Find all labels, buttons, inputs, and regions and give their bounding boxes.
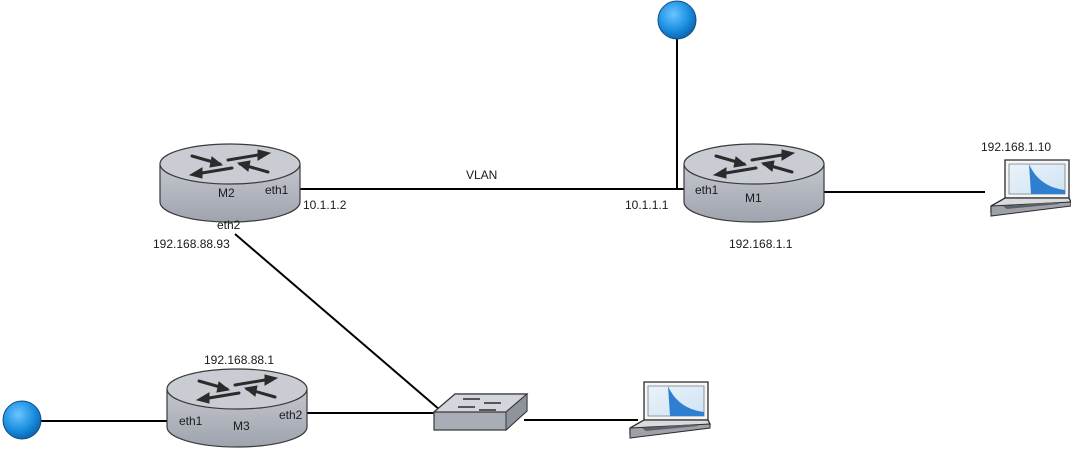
router-m1-eth1-label: eth1	[695, 183, 719, 197]
router-m1-name: M1	[745, 191, 762, 205]
router-m3-eth2-label: eth2	[279, 408, 303, 422]
laptop-icon[interactable]	[990, 159, 1071, 217]
router-m3-eth1-label: eth1	[179, 414, 203, 428]
links	[40, 38, 985, 422]
m1-eth1-ip: 10.1.1.1	[625, 198, 669, 212]
router-m2[interactable]: M2 eth1 eth2	[158, 142, 302, 232]
switch-icon[interactable]	[432, 392, 529, 432]
globe-icon[interactable]	[657, 0, 697, 40]
m3-ip: 192.168.88.1	[204, 353, 274, 367]
m2-eth1-ip: 10.1.1.2	[303, 198, 347, 212]
laptop-icon[interactable]	[629, 381, 711, 439]
laptop-top-ip: 192.168.1.10	[981, 140, 1051, 154]
router-m3[interactable]: M3 eth1 eth2	[165, 367, 309, 449]
vlan-label: VLAN	[466, 168, 497, 182]
m2-switch-link	[234, 233, 441, 411]
router-m2-eth2-label: eth2	[217, 218, 241, 232]
router-m2-name: M2	[218, 186, 235, 200]
router-m2-eth1-label: eth1	[265, 183, 289, 197]
router-m1[interactable]: M1 eth1	[682, 142, 826, 224]
m2-eth2-ip: 192.168.88.93	[153, 237, 230, 251]
m1-lan-ip: 192.168.1.1	[729, 237, 793, 251]
router-m3-name: M3	[233, 419, 250, 433]
globe-icon[interactable]	[2, 400, 42, 440]
